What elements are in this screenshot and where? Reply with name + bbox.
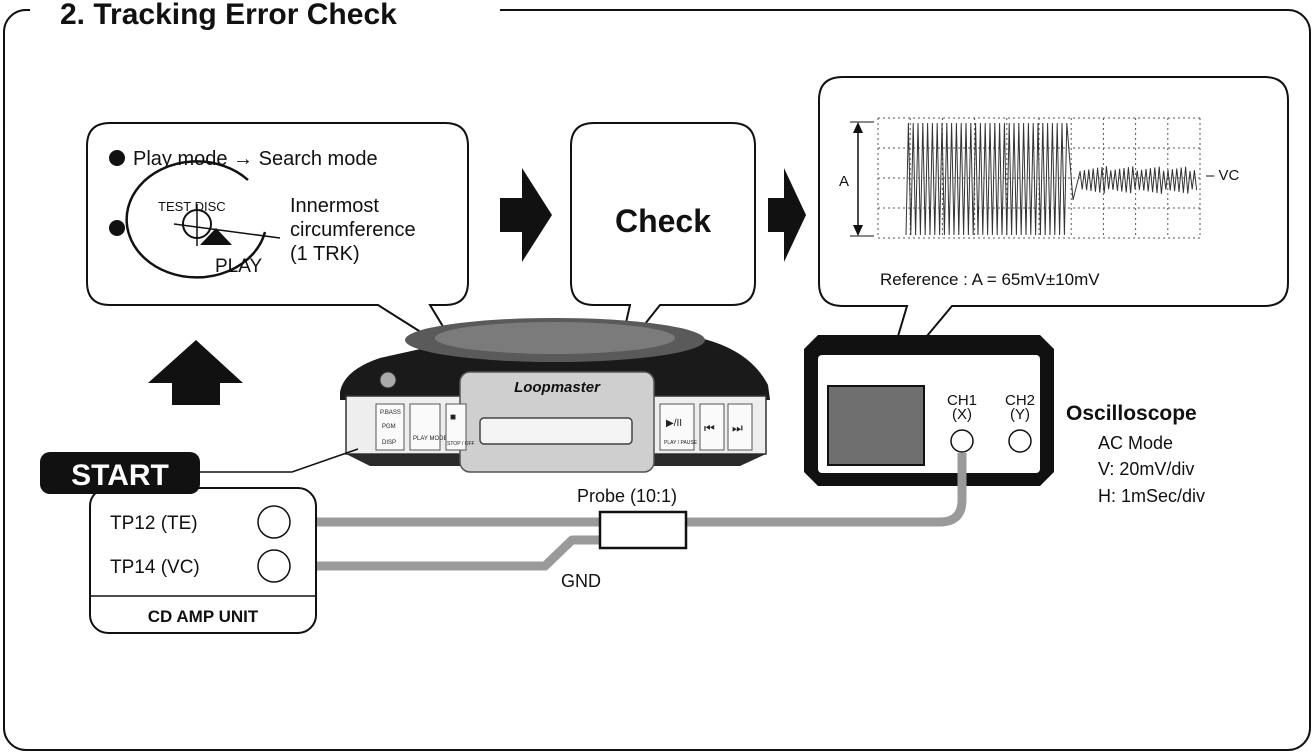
play-label: PLAY [215, 256, 263, 277]
innermost-line-1: Innermost [290, 195, 379, 217]
oscilloscope: CH1 (X) CH2 (Y) [804, 335, 1054, 486]
brand-logo: Loopmaster [514, 379, 601, 396]
stop-off-button[interactable]: STOP / OFF [447, 441, 475, 447]
title-backdrop [30, 0, 500, 32]
test-disc-icon [125, 160, 281, 279]
outer-frame [3, 9, 1311, 751]
start-badge [40, 452, 200, 494]
ch2-label: CH2 [1005, 392, 1035, 409]
pbass-button[interactable]: P.BASS [380, 410, 401, 416]
setting-ac-mode: AC Mode [1098, 433, 1173, 453]
tp14-point[interactable] [257, 549, 291, 583]
oscilloscope-name: Oscilloscope [1066, 402, 1197, 425]
ch2-sub: (Y) [1010, 406, 1030, 423]
bullet-icon [109, 150, 125, 166]
tp14-label: TP14 (VC) [110, 557, 200, 578]
mode-callout: Play mode → Search mode TEST DISC PLAY I… [86, 122, 469, 359]
right-arrow-icon [768, 168, 806, 262]
check-label: Check [615, 203, 711, 239]
stop-icon: ■ [450, 412, 456, 423]
axis-a-label: A [839, 173, 849, 190]
start-leader [200, 448, 359, 473]
play-mode-button[interactable]: PLAY MODE [413, 436, 447, 442]
right-arrow-icon [500, 168, 552, 262]
disc-label: TEST DISC [158, 199, 226, 214]
unit-label: CD AMP UNIT [148, 607, 259, 626]
ch2-jack[interactable] [1008, 429, 1032, 453]
ch1-sub: (X) [952, 406, 972, 423]
setting-volts: V: 20mV/div [1098, 459, 1194, 479]
ch1-jack[interactable] [950, 429, 974, 453]
gnd-label: GND [561, 571, 601, 591]
probe-label: Probe (10:1) [577, 486, 677, 506]
vc-label: – VC [1206, 167, 1240, 184]
tp12-point[interactable] [257, 505, 291, 539]
innermost-line-3: (1 TRK) [290, 243, 360, 265]
start-label: START [71, 459, 169, 492]
amp-unit: TP12 (TE) TP14 (VC) CD AMP UNIT [89, 487, 317, 634]
bullet-icon [109, 220, 125, 236]
cd-player: Loopmaster P.BASS PGM DISP PLAY MODE ■ S… [340, 318, 770, 473]
amplitude-marker [850, 121, 874, 237]
play-pause-icon: ▶/II [666, 418, 682, 429]
tracking-error-waveform [905, 122, 1198, 236]
up-arrow-icon [148, 340, 243, 405]
hinge-button [379, 371, 397, 389]
probe-resistor [598, 510, 688, 550]
tp12-label: TP12 (TE) [110, 513, 198, 534]
play-pause-button[interactable]: PLAY / PAUSE [664, 440, 698, 446]
waveform-callout: A – VC Reference : A = 65mV±10mV [818, 76, 1289, 391]
innermost-line-2: circumference [290, 219, 416, 241]
page-title: 2. Tracking Error Check [60, 0, 397, 31]
probe-cables [290, 453, 967, 571]
reference-text: Reference : A = 65mV±10mV [880, 270, 1100, 289]
pgm-button[interactable]: PGM [382, 424, 396, 430]
scope-screen [827, 385, 925, 466]
disp-button[interactable]: DISP [382, 440, 396, 446]
prev-icon[interactable]: ⏮ [704, 421, 715, 435]
next-icon[interactable]: ⏭ [732, 421, 743, 435]
setting-time: H: 1mSec/div [1098, 486, 1205, 506]
mode-line: Play mode → Search mode [133, 148, 378, 170]
ch1-label: CH1 [947, 392, 977, 409]
